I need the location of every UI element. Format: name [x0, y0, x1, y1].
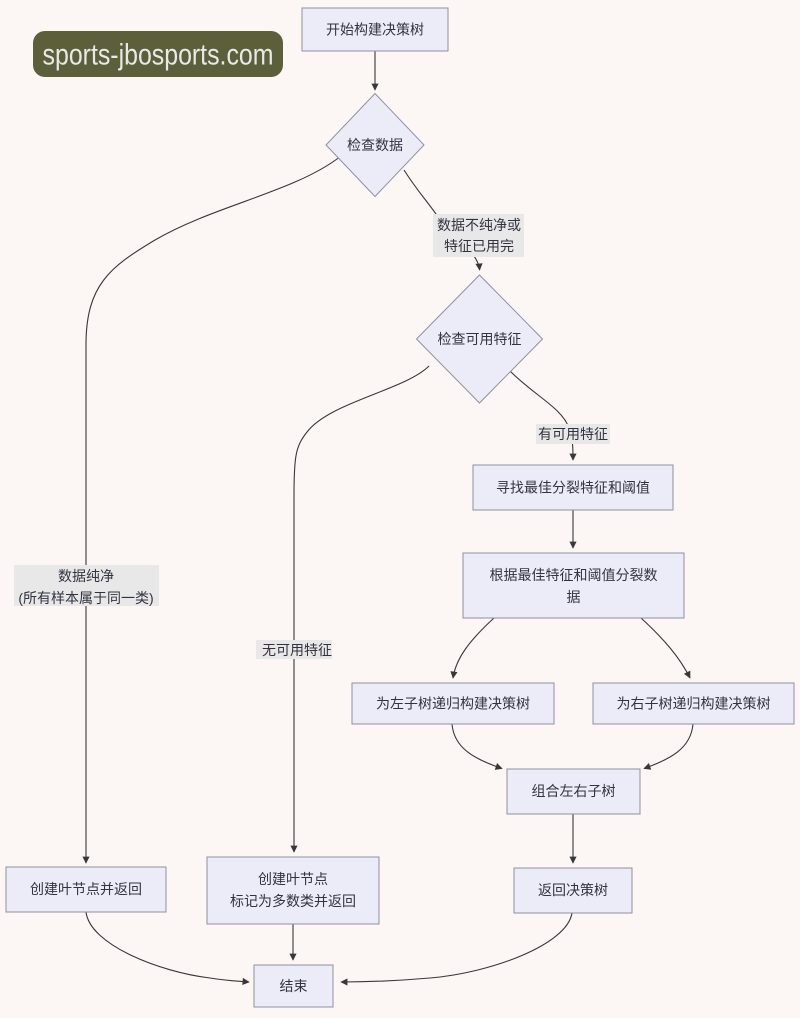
svg-text:为左子树递归构建决策树: 为左子树递归构建决策树	[376, 696, 530, 712]
svg-text:组合左右子树: 组合左右子树	[532, 783, 616, 799]
svg-text:返回决策树: 返回决策树	[538, 882, 608, 898]
svg-text:特征已用完: 特征已用完	[444, 238, 514, 254]
svg-text:(所有样本属于同一类): (所有样本属于同一类)	[18, 590, 153, 606]
svg-text:根据最佳特征和阈值分裂数: 根据最佳特征和阈值分裂数	[490, 567, 658, 583]
svg-text:结束: 结束	[280, 978, 308, 994]
svg-text:创建叶节点: 创建叶节点	[258, 871, 328, 887]
svg-text:sports-jbosports.com: sports-jbosports.com	[43, 37, 274, 71]
svg-text:开始构建决策树: 开始构建决策树	[326, 22, 424, 38]
svg-text:有可用特征: 有可用特征	[538, 426, 608, 442]
svg-text:无可用特征: 无可用特征	[262, 642, 332, 658]
svg-text:创建叶节点并返回: 创建叶节点并返回	[30, 881, 142, 897]
svg-text:标记为多数类并返回: 标记为多数类并返回	[230, 893, 356, 909]
svg-text:检查可用特征: 检查可用特征	[438, 331, 522, 347]
svg-text:寻找最佳分裂特征和阈值: 寻找最佳分裂特征和阈值	[496, 480, 650, 496]
svg-text:检查数据: 检查数据	[347, 137, 403, 153]
svg-text:数据不纯净或: 数据不纯净或	[437, 217, 521, 233]
svg-text:为右子树递归构建决策树: 为右子树递归构建决策树	[617, 696, 771, 712]
svg-text:数据纯净: 数据纯净	[58, 568, 114, 584]
svg-text:据: 据	[567, 589, 581, 605]
